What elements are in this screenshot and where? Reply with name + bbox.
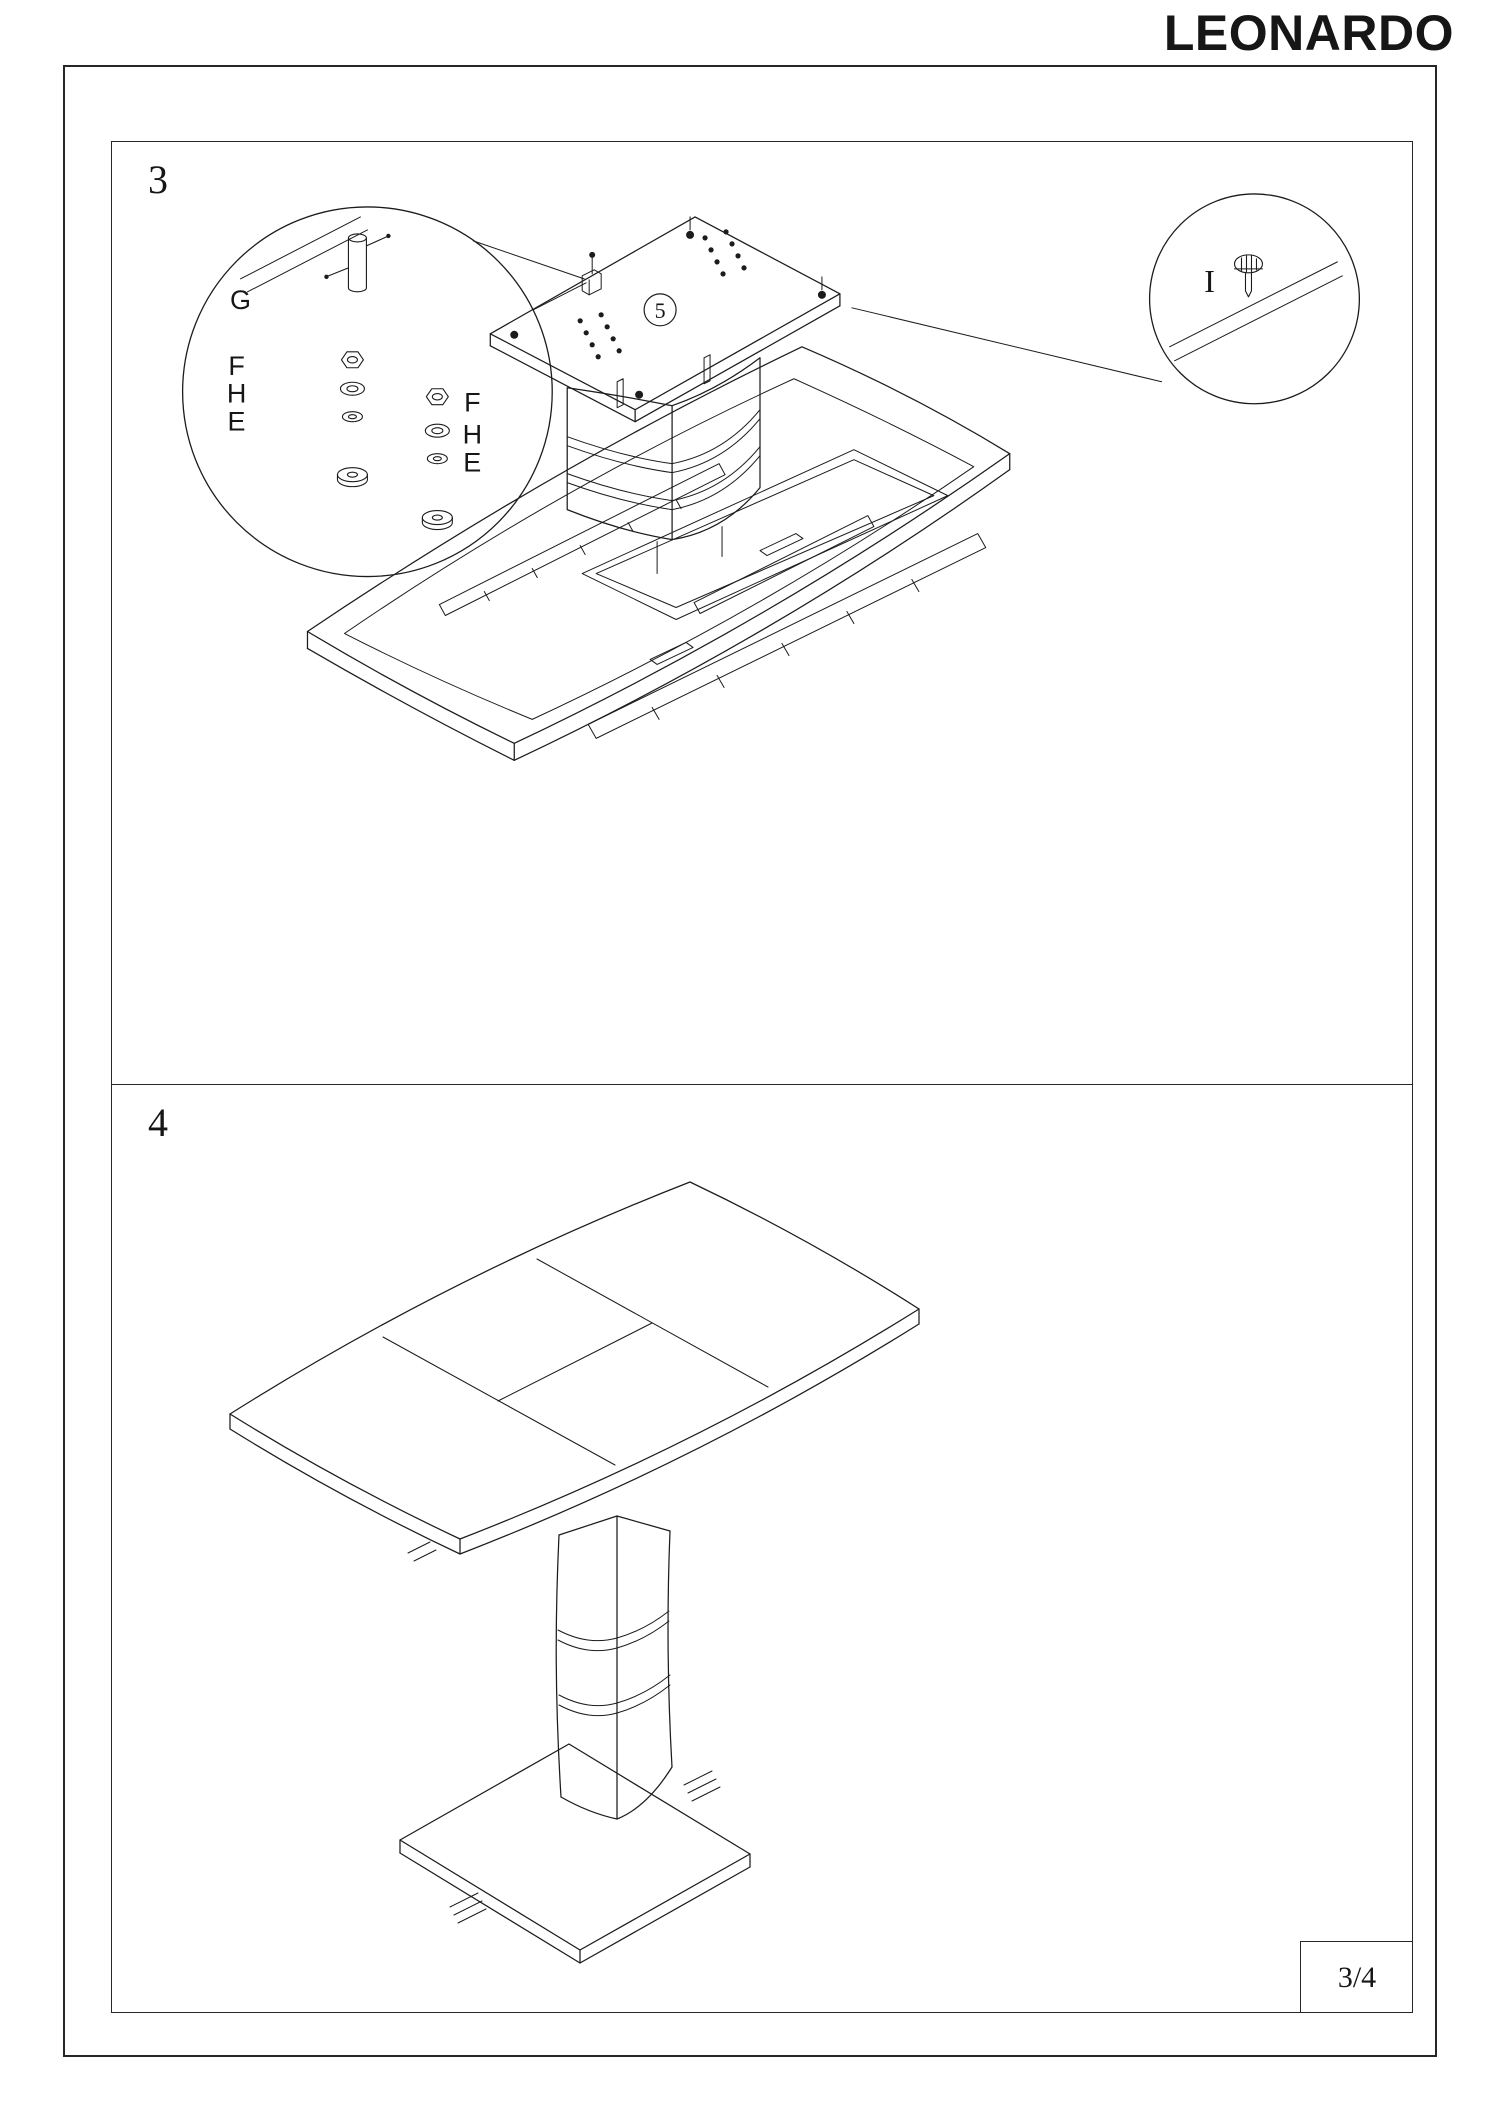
step-3-diagram: 5 (181, 193, 1361, 761)
content-border: 3 (111, 141, 1413, 2013)
part-callout-5-label: 5 (655, 298, 666, 323)
tabletop-frame (306, 346, 1011, 761)
step-3-number: 3 (148, 157, 168, 202)
page-border: 3 (63, 65, 1437, 2057)
plate-screws (510, 230, 826, 399)
step-4-number: 4 (148, 1100, 168, 1145)
part-label-f-right: F (464, 388, 480, 418)
mounting-plate: 5 (489, 216, 841, 423)
detail-circle-glide: I (851, 193, 1361, 405)
extension-mechanism (438, 449, 987, 739)
dowel-bracket (581, 251, 602, 296)
part-label-h-right: H (463, 420, 482, 450)
page-number: 3/4 (1300, 1941, 1413, 2013)
part-label-g: G (230, 285, 251, 315)
part-label-e-right: E (463, 448, 481, 478)
pedestal-column (566, 357, 761, 575)
glide-part-i (1233, 254, 1264, 298)
pedestal-column (555, 1515, 673, 1820)
part-label-h-left: H (227, 379, 246, 409)
step-3-panel: 3 (112, 142, 1412, 1085)
base-plate (399, 1743, 751, 1964)
hole-cluster (577, 229, 747, 360)
part-label-f-left: F (228, 351, 244, 381)
step-4-panel: 4 (112, 1085, 1412, 2014)
detail-circle-hardware: G F H E (181, 206, 587, 578)
part-label-i: I (1204, 264, 1215, 299)
hardware-stack-left (336, 351, 368, 488)
hardware-stack-right (421, 388, 453, 531)
part-callout-5: 5 (643, 293, 677, 327)
product-title: LEONARDO (1163, 5, 1454, 61)
step-4-diagram (229, 1181, 920, 1964)
part-label-e-left: E (228, 407, 246, 437)
assembled-tabletop (229, 1181, 920, 1562)
dowel-part-g (324, 233, 391, 293)
